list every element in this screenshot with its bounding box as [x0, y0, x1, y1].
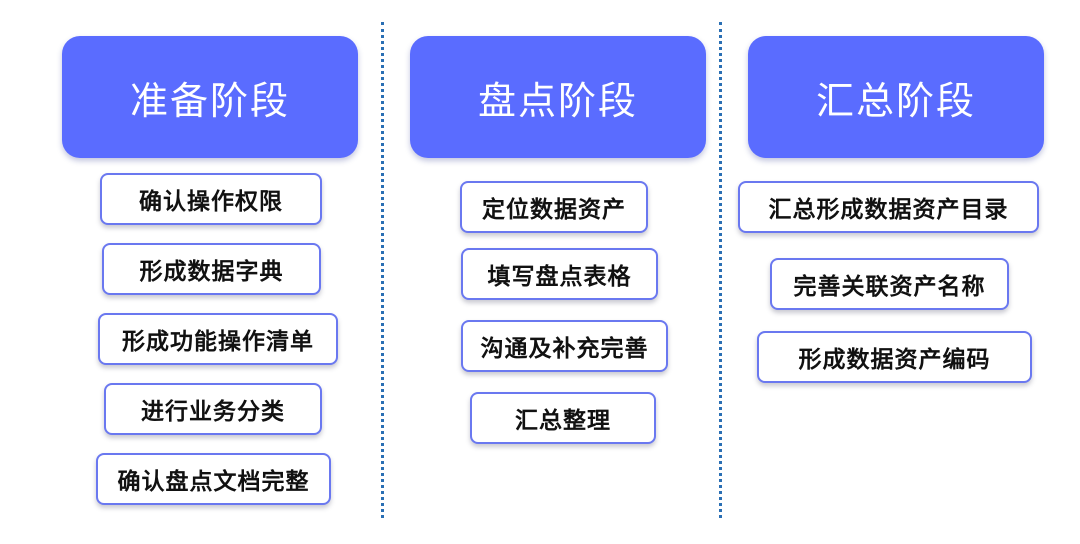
task-inventory-2: 填写盘点表格	[461, 248, 658, 300]
task-inventory-4: 汇总整理	[470, 392, 656, 444]
task-inventory-3: 沟通及补充完善	[461, 320, 668, 372]
task-preparation-3: 形成功能操作清单	[98, 313, 338, 365]
task-inventory-1: 定位数据资产	[460, 181, 648, 233]
task-summary-2: 完善关联资产名称	[770, 258, 1009, 310]
stage-divider-1	[381, 22, 384, 518]
stage-header-preparation: 准备阶段	[62, 36, 358, 158]
stage-header-inventory: 盘点阶段	[410, 36, 706, 158]
stage-divider-2	[719, 22, 722, 518]
stage-header-summary: 汇总阶段	[748, 36, 1044, 158]
task-summary-3: 形成数据资产编码	[757, 331, 1032, 383]
task-preparation-4: 进行业务分类	[104, 383, 322, 435]
task-preparation-2: 形成数据字典	[102, 243, 321, 295]
task-preparation-1: 确认操作权限	[100, 173, 322, 225]
task-preparation-5: 确认盘点文档完整	[96, 453, 331, 505]
task-summary-1: 汇总形成数据资产目录	[738, 181, 1039, 233]
